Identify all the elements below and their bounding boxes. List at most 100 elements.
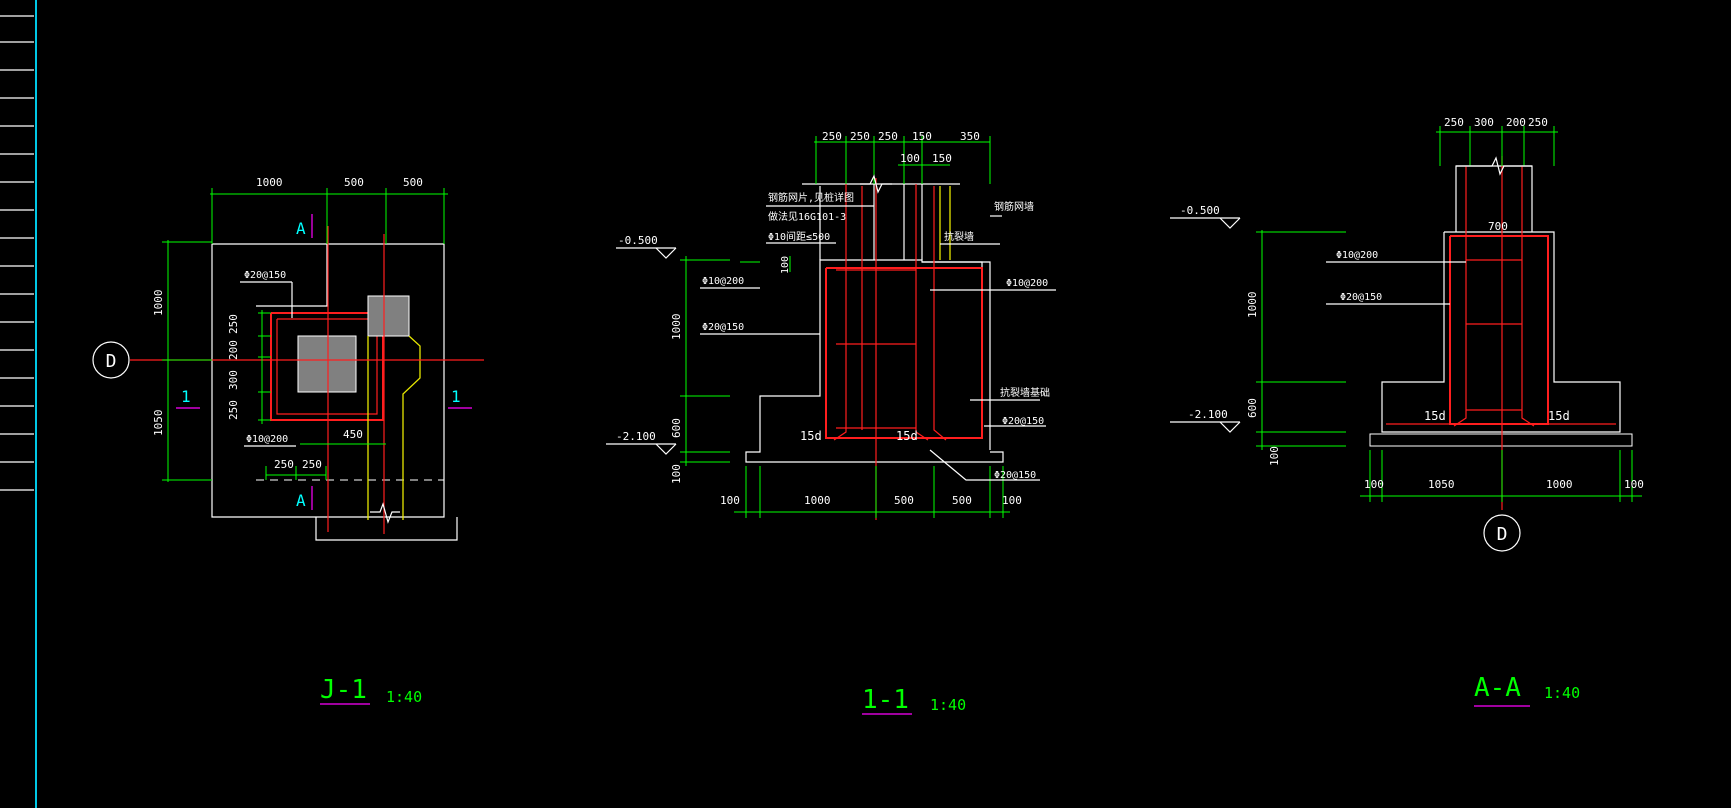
aa-dim-top-0: 250 — [1444, 116, 1464, 129]
aa-dim-left-2: 100 — [1268, 446, 1281, 466]
dims-bottom-11 — [734, 466, 1010, 518]
scale-11: 1:40 — [930, 696, 966, 714]
aa-rebar-col-r — [1521, 166, 1535, 427]
footing-outline — [211, 243, 445, 518]
rebar-col-4 — [933, 186, 947, 441]
section-view-aa[interactable]: D 250 300 200 250 700 100 1050 1000 100 — [1170, 116, 1644, 707]
dim-11-top2-0: 100 — [900, 152, 920, 165]
dim-250-inner-a: 250 — [227, 314, 240, 334]
aa-blinding — [1369, 433, 1633, 447]
note-11-r2: 抗裂墙 — [944, 230, 974, 243]
dim-500-top-b: 500 — [403, 176, 423, 189]
aa-dim-700: 700 — [1488, 220, 1508, 233]
aa-anchor-1: 15d — [1424, 409, 1446, 423]
aa-rebar-outer — [1449, 235, 1549, 425]
break-mark — [370, 502, 400, 524]
dim-250-bot-a: 250 — [274, 458, 294, 471]
section-mark-1-left: 1 — [181, 387, 191, 406]
wall-yellow-right — [402, 335, 421, 520]
dim-450: 450 — [343, 428, 363, 441]
dim-11-left-1: 600 — [670, 418, 683, 438]
aa-pedestal — [1455, 165, 1533, 232]
dim-11-left-0: 1000 — [670, 314, 683, 341]
dim-11-bot-1: 1000 — [804, 494, 831, 507]
tool-palette[interactable] — [0, 0, 37, 808]
dim-11-100: 100 — [780, 256, 791, 274]
rebar-11-l1: Φ10@200 — [702, 276, 744, 287]
rebar-11-r1: Φ10@200 — [1006, 278, 1048, 289]
scale-j1: 1:40 — [386, 688, 422, 706]
aa-dim-top-1: 300 — [1474, 116, 1494, 129]
plan-rebar-label-1: Φ20@150 — [244, 270, 286, 281]
aa-elev-1: -0.500 — [1180, 204, 1220, 217]
aa-axis-bubble[interactable] — [1483, 514, 1521, 552]
wall-step — [315, 517, 458, 541]
wall-column-block — [367, 295, 410, 337]
aa-dims-left — [1256, 230, 1346, 450]
dim-200-inner: 200 — [227, 340, 240, 360]
aa-dim-bot-0: 100 — [1364, 478, 1384, 491]
note-11-1: 钢筋网片,见桩详图 — [768, 191, 854, 204]
aa-anchor-2: 15d — [1548, 409, 1570, 423]
rebar-outer — [825, 267, 983, 439]
note-11-2: 做法见16G101-3 — [768, 210, 846, 223]
aa-concrete — [1381, 231, 1621, 433]
dim-11-bot-3: 500 — [952, 494, 972, 507]
dim-11-bot-4: 100 — [1002, 494, 1022, 507]
dim-11-left-2: 100 — [670, 464, 683, 484]
dim-250-bot-b: 250 — [302, 458, 322, 471]
dims-left-11 — [680, 256, 791, 466]
aa-break-mark — [1456, 156, 1532, 176]
elev-marker-1 — [655, 247, 677, 259]
column-block — [297, 335, 357, 393]
wall-right-step — [922, 261, 983, 290]
note-11-r3: 抗裂墙基础 — [1000, 386, 1050, 399]
palette-slots[interactable] — [0, 15, 34, 491]
dim-250-inner-b: 250 — [227, 400, 240, 420]
dim-11-bot-0: 100 — [720, 494, 740, 507]
anchor-11-1: 15d — [800, 429, 822, 443]
rebar-col-1 — [833, 184, 847, 441]
anchor-11-2: 15d — [896, 429, 918, 443]
dim-11-bot-2: 500 — [894, 494, 914, 507]
section-view-11[interactable]: 250 250 250 150 350 100 150 100 1000 500… — [606, 130, 1056, 715]
title-j1: J-1 — [320, 675, 367, 705]
elev-11-2: -2.100 — [616, 430, 656, 443]
column-stub-outline — [256, 244, 328, 307]
plan-view-j1[interactable]: D A A 1 1 — [92, 176, 484, 706]
aa-dims-bottom — [1360, 450, 1642, 502]
scale-aa: 1:40 — [1544, 684, 1580, 702]
break-mark-11 — [860, 174, 892, 194]
note-11-3: Φ10间距≤500 — [768, 230, 830, 243]
axis-bubble-d[interactable] — [92, 341, 130, 379]
dim-500-top-a: 500 — [344, 176, 364, 189]
title-aa: A-A — [1474, 673, 1521, 703]
dim-11-top-2: 250 — [878, 130, 898, 143]
aa-rebar-1: Φ10@200 — [1336, 250, 1378, 261]
rebar-11-l2: Φ20@150 — [702, 322, 744, 333]
dim-300-inner: 300 — [227, 370, 240, 390]
leader-rebar-r3 — [929, 449, 1040, 481]
plan-rebar-label-2: Φ10@200 — [246, 434, 288, 445]
dim-11-top2-1: 150 — [932, 152, 952, 165]
aa-dim-top-3: 250 — [1528, 116, 1548, 129]
dims-top-11 — [740, 136, 991, 263]
rebar-11-r2: Φ20@150 — [1002, 416, 1044, 427]
aa-elev-marker-1 — [1219, 217, 1241, 229]
rebar-col-2 — [915, 184, 929, 441]
elev-11-1: -0.500 — [618, 234, 658, 247]
rebar-11-r3: Φ20@150 — [994, 470, 1036, 481]
aa-dim-bot-2: 1000 — [1546, 478, 1573, 491]
aa-elev-2: -2.100 — [1188, 408, 1228, 421]
aa-dim-left-0: 1000 — [1246, 292, 1259, 319]
aa-dim-top-2: 200 — [1506, 116, 1526, 129]
aa-dim-bot-1: 1050 — [1428, 478, 1455, 491]
plan-dim-lines — [162, 188, 448, 482]
aa-dims-top — [1436, 126, 1558, 166]
section-mark-1-right: 1 — [451, 387, 461, 406]
footing-step — [745, 397, 1004, 463]
title-11: 1-1 — [862, 685, 909, 715]
dim-11-top-3: 150 — [912, 130, 932, 143]
note-11-r1: 钢筋网墙 — [994, 200, 1034, 213]
